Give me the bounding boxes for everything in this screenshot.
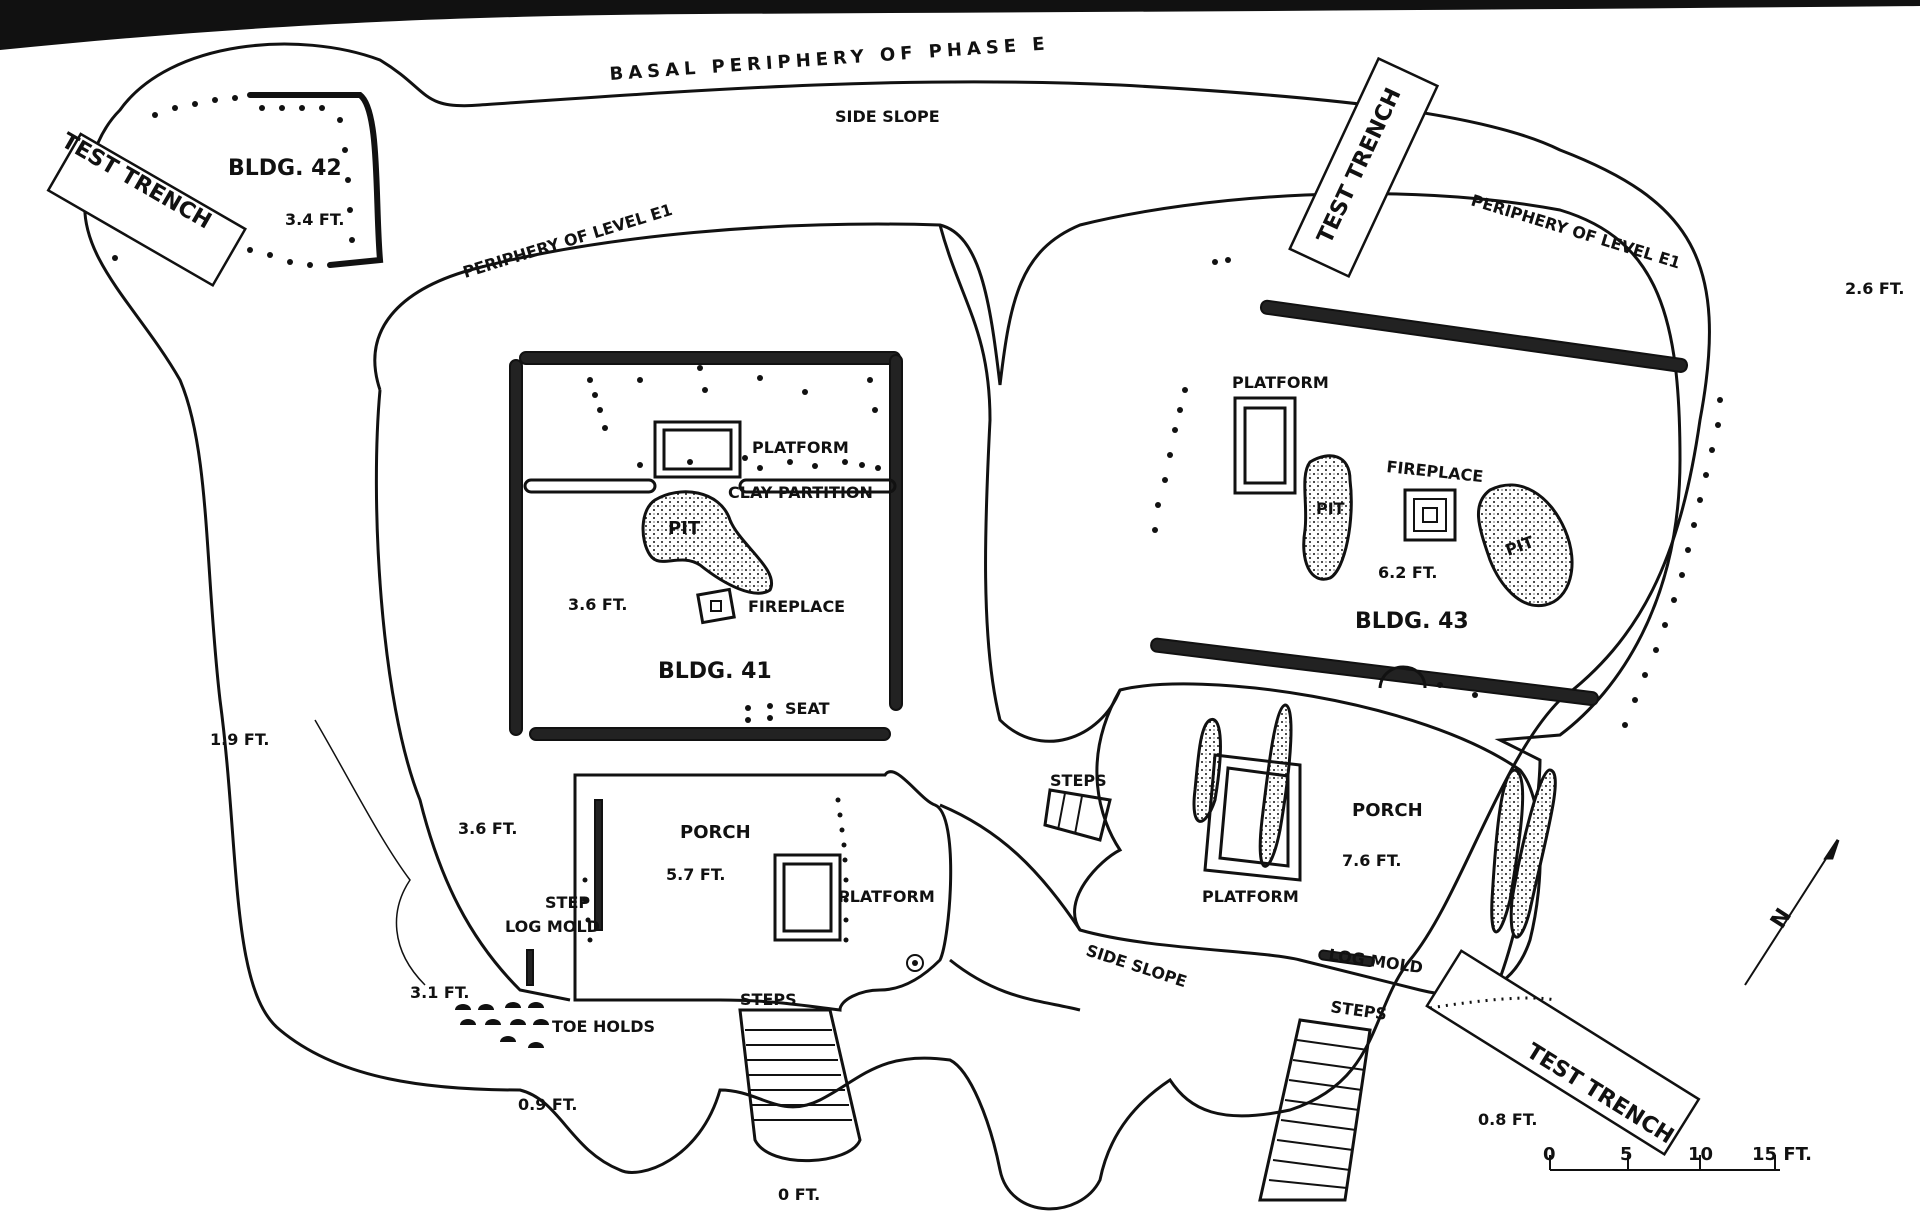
label-north: N (1766, 904, 1797, 933)
label-bldg41: BLDG. 41 (658, 659, 772, 684)
label-porch-left: PORCH (680, 822, 751, 843)
level-e1-periphery (373, 192, 1682, 1021)
middle-steps (1043, 788, 1112, 842)
left-porch-platform (773, 853, 842, 942)
right-porch-platform (1203, 753, 1302, 882)
scale-tick-10: 10 (1688, 1144, 1713, 1165)
left-steps (738, 1008, 862, 1163)
label-elev-3-6: 3.6 FT. (458, 819, 517, 838)
bldg43 (1150, 257, 1723, 728)
scan-edge (0, 0, 1920, 50)
test-trench-top (1288, 56, 1440, 279)
label-toe-holds: TOE HOLDS (552, 1017, 655, 1036)
label-seat: SEAT (785, 699, 830, 718)
label-step: STEP (545, 893, 590, 912)
label-bldg41-platform: PLATFORM (752, 438, 849, 457)
label-steps-right: STEPS (1329, 997, 1388, 1024)
label-clay-partition: CLAY PARTITION (728, 483, 873, 502)
north-arrow (1744, 839, 1840, 986)
right-porch-outline (1073, 682, 1542, 997)
label-bldg41-elev: 3.6 FT. (568, 595, 627, 614)
level-e1-middle (938, 224, 1122, 743)
scale-tick-5: 5 (1620, 1144, 1633, 1165)
test-trench-left (46, 132, 247, 288)
label-bldg41-pit: PIT (668, 518, 701, 539)
label-elev-1-9: 1.9 FT. (210, 730, 269, 749)
left-porch-details (526, 797, 924, 986)
label-steps-mid: STEPS (1050, 771, 1107, 790)
label-bldg43: BLDG. 43 (1355, 609, 1469, 634)
sketch-line (314, 719, 426, 986)
trench-dotted (1429, 996, 1556, 1010)
label-elev-0-8: 0.8 FT. (1478, 1110, 1537, 1129)
label-log-mold-right: LOG MOLD (1327, 945, 1424, 977)
label-steps-left: STEPS (740, 990, 797, 1009)
label-porch-left-elev: 5.7 FT. (666, 865, 725, 884)
label-bldg43-elev: 6.2 FT. (1378, 563, 1437, 582)
label-bldg42-elev: 3.4 FT. (285, 210, 344, 229)
side-slope-bottom-outline (939, 803, 1082, 1012)
toe-holds (455, 1002, 549, 1048)
label-basal-periphery: BASAL PERIPHERY OF PHASE E (609, 33, 1050, 85)
left-porch-outline (573, 770, 953, 1012)
label-bldg43-fireplace: FIREPLACE (1386, 457, 1485, 486)
right-steps (1258, 1018, 1372, 1202)
bldg43-platform (1233, 396, 1297, 495)
bldg41-platform (653, 420, 742, 479)
scale-tick-0: 0 (1543, 1144, 1556, 1165)
label-porch-left-platform: PLATFORM (838, 887, 935, 906)
bldg43-pit-1 (1302, 454, 1353, 581)
level-e1-periphery-left (374, 389, 571, 1002)
label-periphery-left: PERIPHERY OF LEVEL E1 (461, 200, 675, 282)
scale-tick-15: 15 FT. (1752, 1144, 1812, 1165)
right-porch-details (1192, 703, 1557, 968)
bldg41-fireplace (696, 587, 736, 625)
label-log-mold-left: LOG MOLD (505, 917, 600, 936)
label-bldg43-pit1: PIT (1316, 499, 1345, 518)
label-periphery-right: PERIPHERY OF LEVEL E1 (1469, 191, 1683, 273)
label-elev-2-6: 2.6 FT. (1845, 279, 1904, 298)
test-trench-bottom (1425, 949, 1701, 1157)
label-porch-right: PORCH (1352, 800, 1423, 821)
label-elev-0-9: 0.9 FT. (518, 1095, 577, 1114)
label-elev-3-1: 3.1 FT. (410, 983, 469, 1002)
bldg41 (509, 351, 903, 741)
basal-periphery-outline (83, 42, 1711, 1211)
bldg43-doorway (1378, 665, 1427, 689)
label-porch-right-platform: PLATFORM (1202, 887, 1299, 906)
scale-bar (1549, 1155, 1780, 1171)
label-elev-0: 0 FT. (778, 1185, 820, 1204)
label-bldg41-fireplace: FIREPLACE (748, 597, 845, 616)
label-side-slope-top: SIDE SLOPE (835, 107, 940, 126)
label-bldg42: BLDG. 42 (228, 156, 342, 181)
label-porch-right-elev: 7.6 FT. (1342, 851, 1401, 870)
label-side-slope-bottom: SIDE SLOPE (1084, 941, 1189, 991)
bldg43-fireplace (1403, 488, 1457, 542)
bldg43-pit-2 (1476, 483, 1574, 608)
label-bldg43-platform: PLATFORM (1232, 373, 1329, 392)
bldg41-pit (641, 490, 774, 595)
